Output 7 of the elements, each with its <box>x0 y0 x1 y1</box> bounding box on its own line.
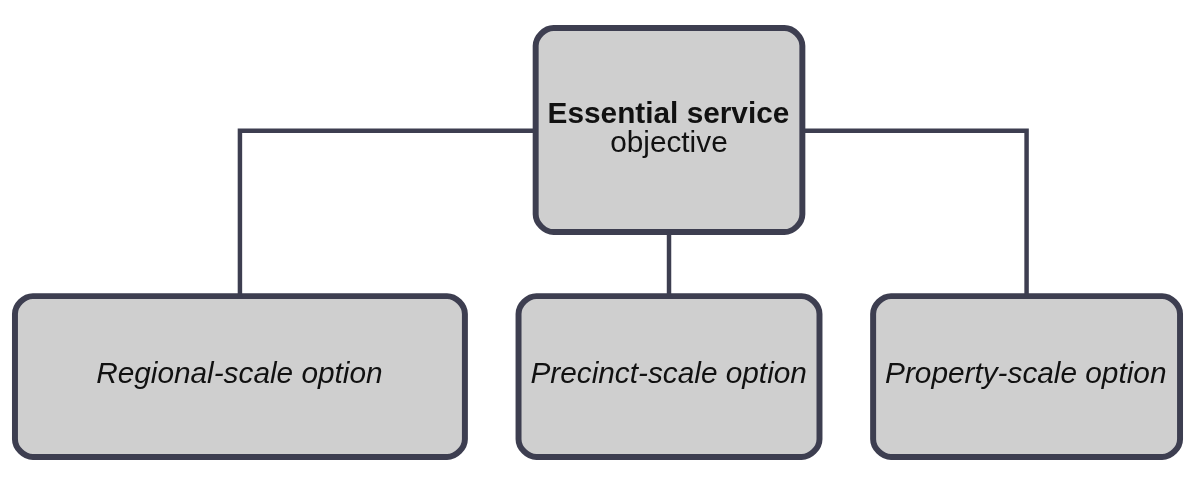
node-box: Property-scale option <box>870 293 1183 461</box>
node-box: Regional-scale option <box>12 293 468 461</box>
node-box: Precinct-scale option <box>515 293 823 461</box>
connector <box>666 232 672 297</box>
connector <box>802 128 1029 297</box>
connector <box>237 128 536 297</box>
node-box: Essential service objective <box>532 25 806 236</box>
